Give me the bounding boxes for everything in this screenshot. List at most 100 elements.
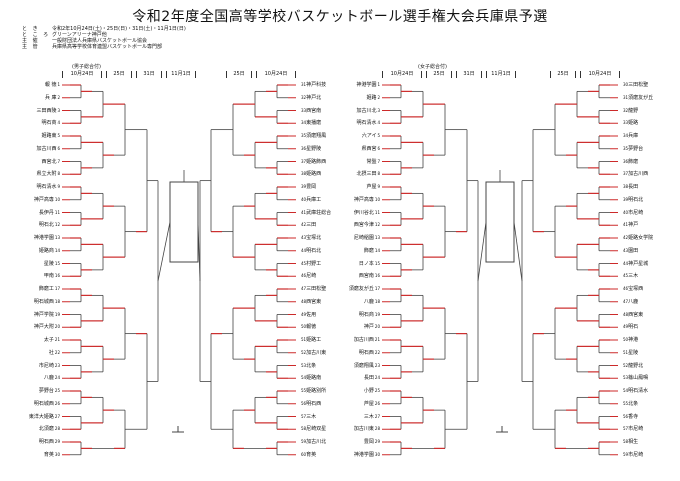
team-entry: 31神戸科技 [300,82,326,88]
seed-number: 33 [301,107,307,113]
team-entry: 明石西29 [39,439,60,445]
seed-number: 6 [377,145,380,151]
team-name: 三木 [628,273,639,280]
team-name: 神戸 [363,324,374,331]
team-name: 村野工 [306,260,322,267]
seed-number: 24 [374,375,380,381]
team-name: 三木 [363,413,374,420]
seed-number: 17 [54,286,60,291]
seed-number: 37 [301,158,307,164]
team-entry: 明石城西26 [34,401,60,407]
team-entry: 芦屋9 [366,184,380,190]
team-name: 太子 [43,337,54,343]
seed-number: 56 [301,400,307,406]
team-entry: 神戸20 [364,324,380,330]
seed-number: 23 [374,362,380,368]
seed-number: 23 [54,362,60,368]
team-entry: 39明石北 [622,197,643,203]
team-entry: 43園田 [622,248,638,254]
team-entry: 34東播磨 [300,120,321,126]
seed-number: 35 [301,133,307,138]
team-entry: 50神港 [622,337,638,343]
team-name: 明石城西 [33,400,54,407]
team-name: 香寺 [628,413,639,420]
team-entry: 36飾磨 [622,159,638,165]
seed-number: 30 [623,82,629,87]
seed-number: 44 [623,260,629,266]
team-name: 兵庫 [628,133,639,139]
team-entry: 加古川西6 [36,146,60,152]
seed-number: 58 [301,426,307,432]
team-name: 市尼崎 [38,362,54,369]
seed-number: 28 [374,426,380,432]
team-entry: 60育英 [300,452,316,458]
seed-number: 53 [623,375,629,381]
team-entry: 46宝塚西 [622,286,643,292]
team-entry: 59加古川北 [300,439,326,445]
team-entry: 明石商4 [41,120,60,126]
team-entry: 明石清水4 [356,120,380,126]
seed-number: 38 [623,184,629,189]
team-name: 八鹿 [43,375,54,382]
team-entry: 47八鹿 [622,299,638,305]
team-name: 園田 [628,247,639,254]
team-entry: 35夢野台 [622,146,643,152]
team-name: 報徳 [306,324,317,331]
team-entry: 51姫路工 [300,337,321,343]
team-entry: 42三田 [300,222,316,228]
seed-number: 37 [623,171,629,177]
team-name: 明石 [628,324,639,331]
seed-number: 44 [301,247,307,253]
team-entry: 40市尼崎 [622,210,643,216]
team-name: 神戸北 [306,94,322,101]
team-name: 兵庫工 [306,196,322,203]
team-name: 市尼崎 [628,451,644,458]
seed-number: 8 [57,171,60,177]
seed-number: 18 [54,298,60,304]
team-entry: 56香寺 [622,414,638,420]
date-header: 25日 [106,71,132,78]
team-entry: 59市尼崎 [622,452,643,458]
seed-number: 29 [54,439,60,444]
team-entry: 52加古川東 [300,350,326,356]
team-name: 星陵 [628,349,639,356]
team-name: 神港学園 [33,235,54,241]
seed-number: 3 [57,107,60,113]
seed-number: 21 [54,337,60,342]
team-entry: 32神戸北 [300,95,321,101]
team-name: 三田松聖 [628,82,649,88]
seed-number: 40 [623,209,629,215]
team-name: 明石商 [358,311,374,318]
seed-number: 10 [374,196,380,202]
info-key: と き [22,26,40,32]
team-name: 明石清水 [36,184,57,190]
seed-number: 5 [57,133,60,138]
seed-number: 15 [54,260,60,266]
seed-number: 41 [301,209,307,215]
team-name: 星陵 [43,260,54,267]
team-name: 加古川北 [306,439,327,445]
team-entry: 45三木 [622,273,638,279]
team-entry: 41武庫荘総合 [300,210,331,216]
info-row-organizer: 主 催一般財団法人兵庫県バスケットボール協会 [22,38,147,44]
team-name: 市尼崎 [628,426,644,433]
team-entry: 須磨翔風23 [354,363,380,369]
seed-number: 16 [54,273,60,279]
team-name: 神港学園 [353,451,374,458]
seed-number: 5 [377,133,380,138]
seed-number: 43 [623,247,629,253]
team-name: 北須磨 [38,426,54,433]
team-entry: 北須磨28 [39,426,60,432]
team-entry: 明石西22 [359,350,380,356]
team-name: 須磨翔風 [353,362,374,369]
team-entry: 長伊丹11 [39,210,60,216]
team-name: 県立大附 [36,171,57,178]
team-name: 加古川東 [353,426,374,433]
team-entry: 43宝塚北 [300,235,321,241]
date-header: 31日 [456,71,482,78]
team-entry: 東洋大姫路27 [29,414,60,420]
page-title: 令和2年度全国高等学校バスケットボール選手権大会兵庫県予選 [132,9,548,25]
seed-number: 2 [377,94,380,100]
seed-number: 4 [377,120,380,126]
boys-section-label: (男子総合付) [72,64,101,70]
